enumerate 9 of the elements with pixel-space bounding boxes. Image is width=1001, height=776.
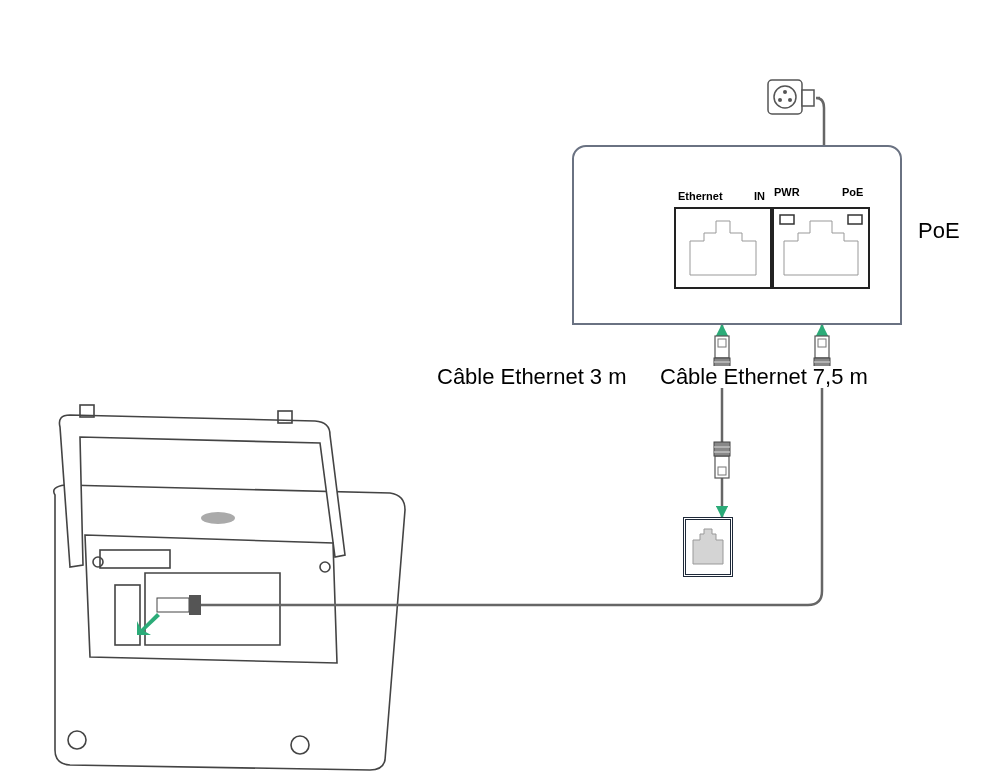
wall-jack [683,517,733,577]
port-label: Ethernet [678,191,723,202]
edge-label: Câble Ethernet 7,5 m [659,366,869,388]
device-caption: PoE [918,220,960,242]
port-label: PWR [774,187,800,198]
port-label: PoE [842,187,864,198]
port-label: IN [754,191,765,202]
cable-line [412,323,829,607]
poe-injector-box [572,145,902,325]
